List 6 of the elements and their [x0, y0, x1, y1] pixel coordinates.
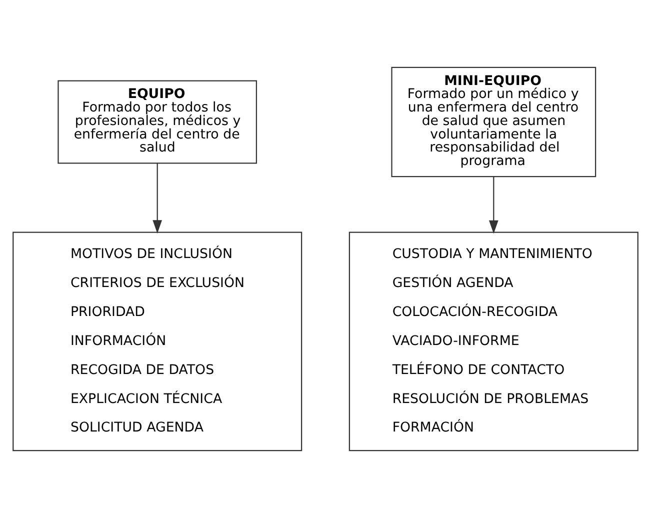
arrow: [152, 162, 162, 234]
node-box: EQUIPO Formado por todos los profesionales, médicos y enfermería del centro de salud: [58, 80, 258, 164]
node-box: MOTIVOS DE INCLUSIÓN CRITERIOS DE EXCLUSIÓN PRIORIDAD INFORMACIÓN RECOGIDA DE DATOS EXPLICACION TÉCNICA SOLICITUD AGENDA: [12, 231, 302, 451]
node-box: CUSTODIA Y MANTENIMIENTO GESTIÓN AGENDA COLOCACIÓN-RECOGIDA VACIADO-INFORME TELÉFONO DE CONTACTO RESOLUCIÓN DE PROBLEMAS FORMACIÓN: [348, 231, 638, 451]
arrow: [488, 176, 498, 234]
node-box: MINI-EQUIPO Formado por un médico y una enfermera del centro de salud que asumen voluntariamente la responsabilidad del programa: [391, 66, 596, 177]
